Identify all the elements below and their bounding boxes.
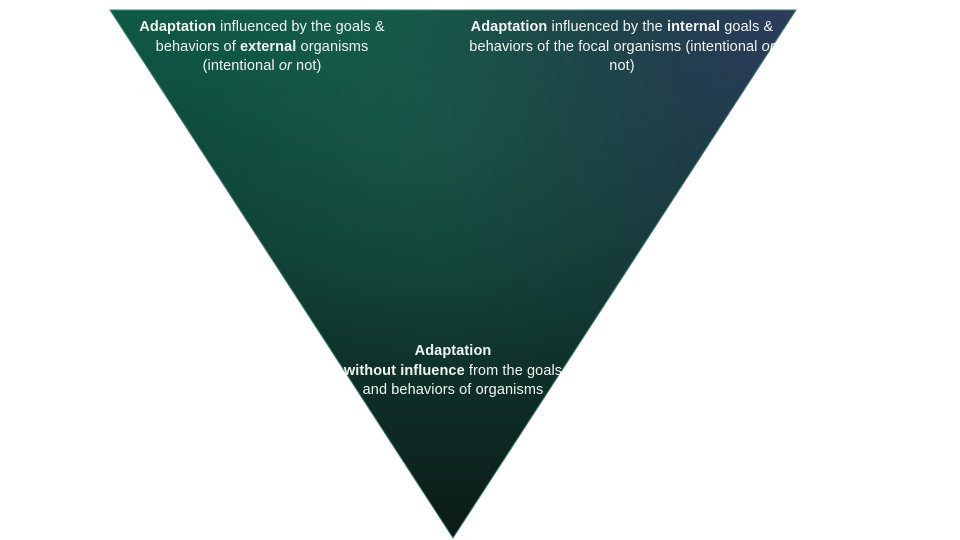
triangle-outline — [109, 9, 797, 539]
label-text: influenced by the goals & behaviors of — [155, 19, 385, 55]
label-bold: Adaptation — [139, 19, 217, 35]
label-text: influenced by the — [547, 19, 667, 35]
label-bold: Adaptation — [414, 343, 492, 359]
external-adaptation-label: Adaptation influenced by the goals & beh… — [122, 18, 402, 77]
triangle-center-glow — [110, 10, 796, 538]
label-text: from the goals and behaviors of organism… — [362, 362, 563, 399]
label-italic: or — [761, 38, 775, 55]
label-italic: or — [278, 58, 292, 74]
label-text: not) — [291, 58, 322, 74]
label-text: goals & behaviors of the focal organisms… — [469, 19, 774, 55]
label-bold: Adaptation — [470, 19, 548, 35]
label-text: not) — [609, 58, 635, 74]
label-bold: without influence — [343, 362, 465, 379]
label-text: organisms (intentional — [202, 38, 369, 75]
internal-adaptation-label: Adaptation influenced by the internal go… — [458, 18, 786, 77]
label-bold: external — [239, 38, 297, 55]
no-influence-adaptation-label: Adaptation without influence from the goa… — [342, 342, 564, 401]
label-bold: internal — [666, 19, 721, 35]
